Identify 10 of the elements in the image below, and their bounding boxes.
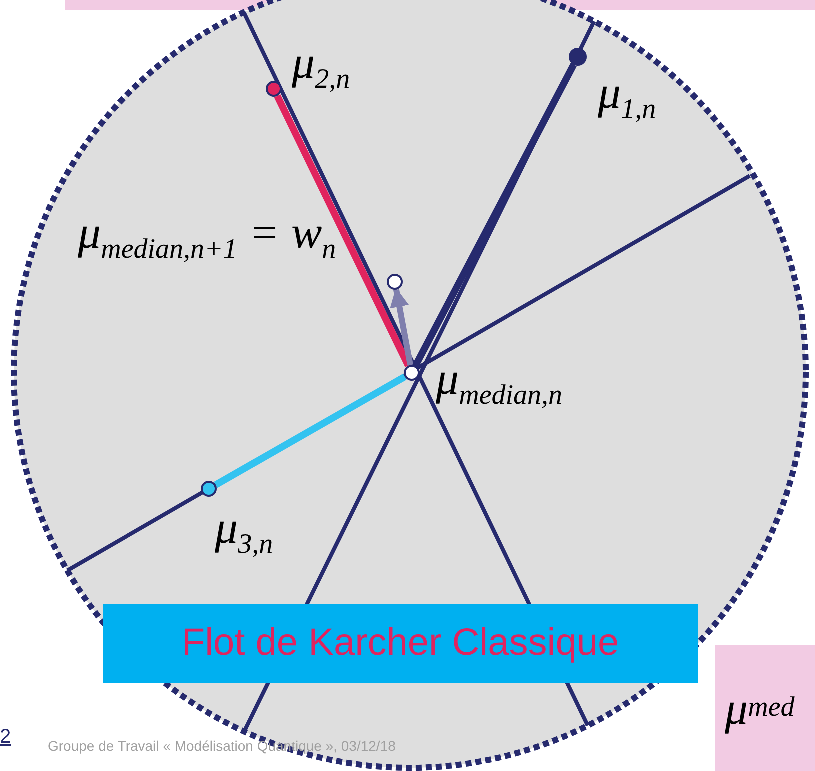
point-label: μ$_{1,n}$ <box>598 70 656 124</box>
line-segment <box>412 63 577 368</box>
title-box: Flot de Karcher Classique <box>103 604 698 683</box>
point-label: μ$_{median,n+1}$ = w$_{n}$ <box>78 210 336 264</box>
arrow <box>390 288 414 366</box>
page-number: 2 <box>0 726 12 749</box>
point-label: μ$_{median,n}$ <box>436 356 563 410</box>
line-segment <box>214 374 407 488</box>
point-label: μ$_{3,n}$ <box>215 505 274 559</box>
point-label: μ$_{2,n}$ <box>292 40 350 94</box>
